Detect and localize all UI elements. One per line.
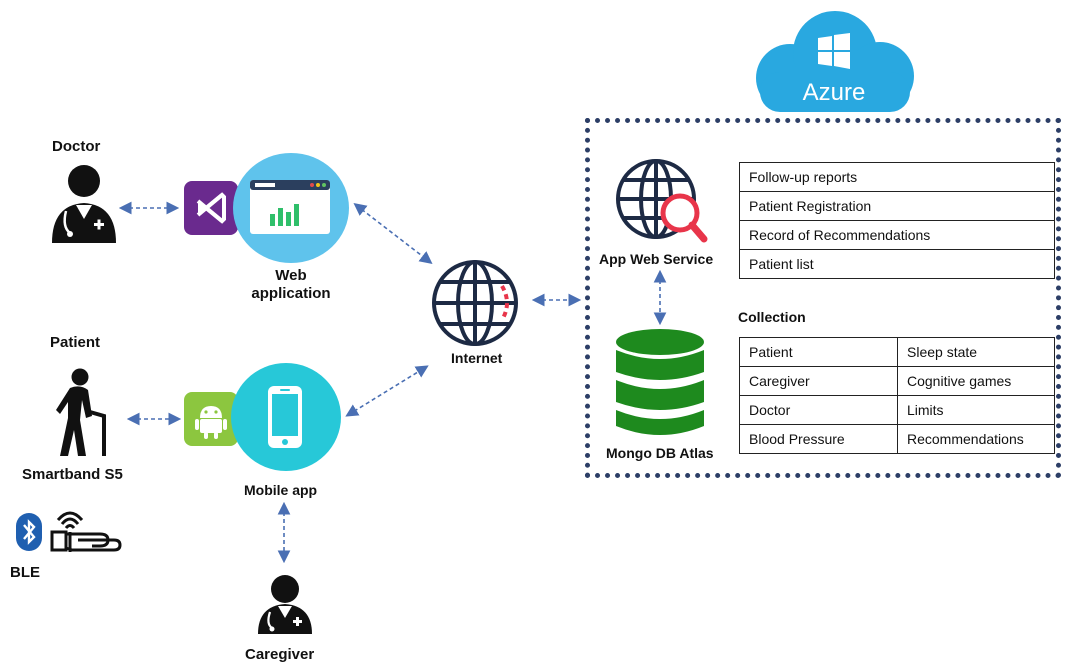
azure-label: Azure [803, 79, 866, 106]
internet-label: Internet [451, 350, 503, 366]
service-features-table: Follow-up reports Patient Registration R… [739, 162, 1055, 279]
caregiver-icon [258, 575, 312, 634]
table-cell: Patient [739, 337, 898, 367]
caregiver-label: Caregiver [245, 646, 315, 663]
table-row: Blood Pressure Recommendations [739, 424, 1055, 454]
arrow-web-internet [353, 203, 433, 264]
patient-label: Patient [50, 334, 101, 351]
doctor-label: Doctor [52, 138, 101, 155]
table-row: Caregiver Cognitive games [739, 366, 1055, 396]
mongo-db-label: Mongo DB Atlas [606, 445, 714, 461]
doctor-icon [52, 165, 116, 243]
table-cell: Cognitive games [897, 366, 1055, 396]
app-web-service-label: App Web Service [599, 251, 714, 267]
azure-cloud-icon: Azure [756, 11, 914, 112]
collection-title: Collection [738, 309, 806, 325]
table-cell: Patient list [739, 249, 1055, 279]
database-icon [616, 329, 704, 435]
internet-globe-icon [432, 260, 518, 346]
smartband-hand-icon [50, 511, 122, 552]
web-application-icon [233, 153, 349, 263]
arrow-mobile-internet [345, 365, 429, 417]
azure-container [585, 118, 1061, 478]
android-icon [184, 392, 238, 446]
table-row: Patient Sleep state [739, 337, 1055, 367]
ble-label: BLE [10, 564, 40, 581]
table-row: Patient Registration [739, 191, 1055, 221]
collection-table: Patient Sleep state Caregiver Cognitive … [739, 337, 1055, 454]
table-cell: Follow-up reports [739, 162, 1055, 192]
elderly-patient-icon [56, 368, 106, 456]
table-row: Patient list [739, 249, 1055, 279]
app-web-service-icon [616, 159, 708, 243]
bluetooth-icon [16, 513, 42, 551]
table-cell: Limits [897, 395, 1055, 425]
mobile-app-icon [231, 363, 341, 471]
table-cell: Blood Pressure [739, 424, 898, 454]
table-cell: Recommendations [897, 424, 1055, 454]
visual-studio-icon [184, 181, 238, 235]
smartband-label: Smartband S5 [22, 466, 123, 483]
table-row: Follow-up reports [739, 162, 1055, 192]
table-row: Record of Recommendations [739, 220, 1055, 250]
windows-logo-icon [818, 33, 850, 69]
table-cell: Caregiver [739, 366, 898, 396]
table-cell: Doctor [739, 395, 898, 425]
table-cell: Patient Registration [739, 191, 1055, 221]
mobile-app-label: Mobile app [244, 482, 318, 498]
table-cell: Record of Recommendations [739, 220, 1055, 250]
table-row: Doctor Limits [739, 395, 1055, 425]
web-application-label: Web application [251, 267, 331, 302]
table-cell: Sleep state [897, 337, 1055, 367]
